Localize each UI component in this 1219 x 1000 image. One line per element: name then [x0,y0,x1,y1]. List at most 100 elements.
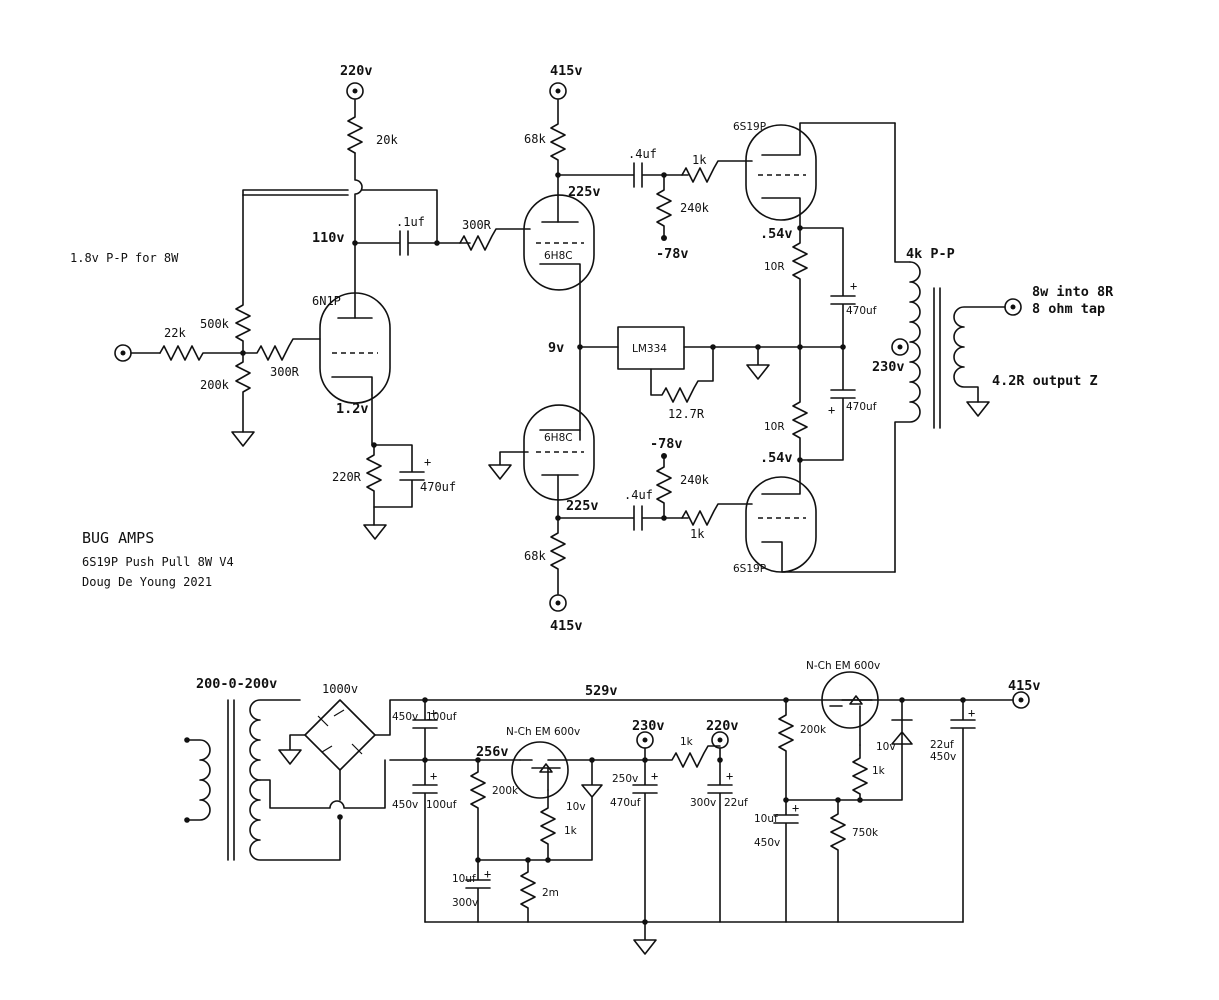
resistor-1k-a [540,789,556,861]
label-470uf-cathode: 470uf [420,480,456,494]
label-6h8c-bottom: 6H8C [544,432,573,444]
label-0.54v-top: .54v [760,226,793,242]
label-750k: 750k [852,827,879,839]
resistor-10r-bottom [792,346,808,461]
capacitor-0.1uf [354,230,471,256]
label-c2-val: 100uf [426,799,457,811]
label-minus78v-top: -78v [656,246,689,262]
resistor-200k-b [778,699,794,801]
plus-sign: + [651,769,658,783]
capacitor-470uf-bottom [799,346,856,461]
zener-10v-b [785,699,913,801]
label-220v-top: 220v [340,63,373,79]
label-z10v-a: 10v [566,801,586,813]
label-200k-a: 200k [492,785,519,797]
resistor-1k-c [852,744,868,801]
resistor-750k [830,799,846,923]
label-z10v-b: 10v [876,741,896,753]
terminal-415v-ps [1012,691,1030,709]
label-pt: 200-0-200v [196,676,277,692]
ground-symbol [488,451,529,480]
label-mosfet-1: N-Ch EM 600v [506,726,580,738]
title-line2: 6S19P Push Pull 8W V4 [82,555,234,569]
label-110v: 110v [312,230,345,246]
resistor-20k [347,99,363,154]
label-230v-ct: 230v [872,359,905,375]
label-6s19p-bottom: 6S19P [733,563,766,575]
label-225v-top: 225v [568,184,601,200]
label-529v: 529v [585,683,618,699]
mosfet-1 [511,741,569,799]
label-10r-bottom: 10R [764,421,785,433]
label-470uf-top: 470uf [846,305,877,317]
label-0.4uf-bottom: .4uf [624,488,653,502]
pt-primary-coil [186,739,211,821]
capacitor-0.4uf-bottom [557,505,689,531]
label-22-v: 300v [690,797,716,809]
tube-6n1p-cathode [331,376,373,396]
capacitor-100uf-a [412,699,438,761]
label-250v: 250v [612,773,638,785]
terminal-8-ohm [1004,298,1022,316]
plus-sign: + [430,706,437,720]
label-20k: 20k [376,133,398,147]
mosfet-2 [821,671,879,729]
label-220v-ps: 220v [706,718,739,734]
label-minus78v-bottom: -78v [650,436,683,452]
plus-sign: + [968,706,975,720]
label-240k-top: 240k [680,201,710,215]
capacitor-470uf-cathode [373,444,425,508]
plus-sign: + [792,801,799,815]
label-6n1p: 6N1P [312,294,341,308]
resistor-1k-b [591,745,721,768]
label-22k: 22k [164,326,186,340]
resistor-1k-top [681,160,753,183]
label-4k-pp: 4k P-P [906,246,955,262]
tube-6n1p [319,292,391,404]
label-1k-c: 1k [872,765,886,777]
resistor-1k-bottom [681,503,753,526]
resistor-200k-a [470,759,486,861]
label-300r-b: 300R [270,365,300,379]
ground-symbol [966,401,990,417]
label-0.1uf: .1uf [396,215,425,229]
label-10uf-b-v: 450v [754,837,780,849]
resistor-500k [235,194,251,354]
resistor-68k-top [550,99,566,176]
label-mosfet-2: N-Ch EM 600v [806,660,880,672]
resistor-300r-a [459,228,531,251]
capacitor-22uf [707,747,733,923]
terminal-230v-ct [891,338,909,356]
resistor-68k-bottom [550,517,566,595]
wire-plate-crossover [354,152,363,244]
label-c2-v: 450v [392,799,418,811]
ot-core [933,287,941,429]
bridge-rectifier [304,699,376,771]
label-lm334: LM334 [632,343,667,355]
capacitor-470uf-top [799,227,856,348]
label-1.2v: 1.2v [336,401,369,417]
note-input-level: 1.8v P-P for 8W [70,251,179,265]
note-output-tap: 8 ohm tap [1032,301,1105,317]
label-0.54v-bottom: .54v [760,450,793,466]
capacitor-10uf-a [465,859,491,923]
ground-symbol [231,431,255,447]
plus-sign: + [850,279,857,293]
label-10uf-b: 10uf [754,813,778,825]
label-1k-b: 1k [680,736,694,748]
feedback-wire [361,189,438,244]
plus-sign: + [726,769,733,783]
resistor-22k [159,345,244,361]
label-470uf-ps: 470uf [610,797,641,809]
ot-secondary-coil [953,306,1006,403]
resistor-240k-top [656,174,672,239]
title-line3: Doug De Young 2021 [82,575,212,589]
label-415v-ps: 415v [1008,678,1041,694]
ground-symbol [363,524,387,540]
label-6s19p-top: 6S19P [733,121,766,133]
label-68k-bottom: 68k [524,549,546,563]
note-output-z: 4.2R output Z [992,373,1098,389]
capacitor-0.4uf-top [557,162,689,188]
label-256v: 256v [476,744,509,760]
